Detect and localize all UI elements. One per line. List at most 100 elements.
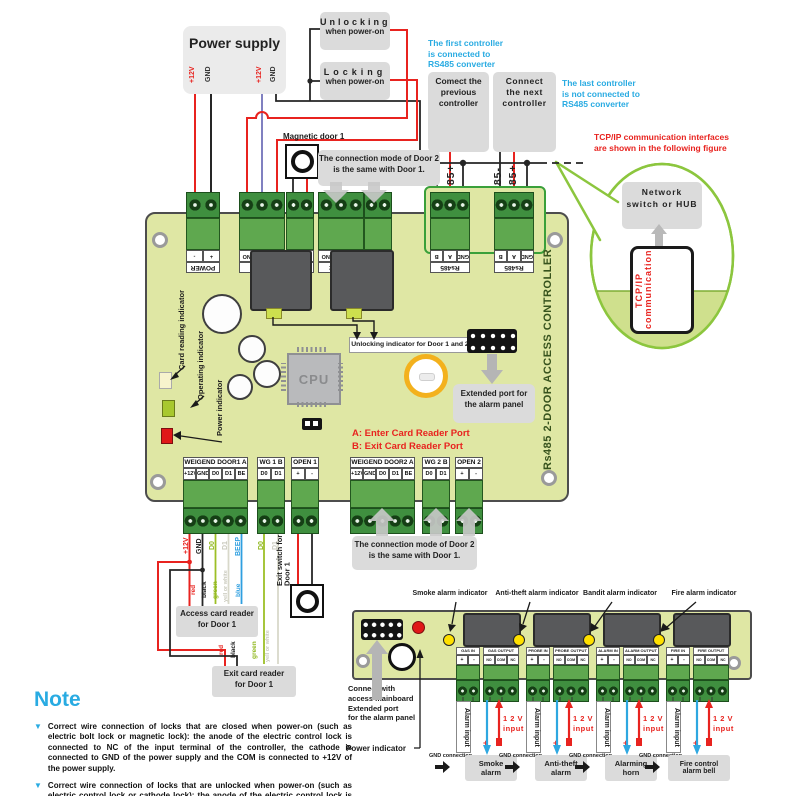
terminal-name: OPEN 1 — [291, 457, 319, 468]
terminal-name: WEIGEND DOOR2 A — [350, 457, 415, 468]
pin: NC — [717, 655, 729, 665]
screw-terminals — [291, 508, 319, 534]
pin: NC — [507, 655, 519, 665]
plus-label: + — [553, 738, 559, 748]
screw-hole — [356, 654, 370, 668]
terminal-open1: OPEN 1 + - — [291, 457, 319, 534]
terminal-body — [456, 665, 480, 680]
antitheft-alarm-led — [513, 634, 525, 646]
terminal-body — [483, 665, 519, 680]
pin: + — [596, 655, 608, 665]
wire-color-yellwhite-2: yell or white — [265, 630, 271, 662]
pin-labels: NO COM NC — [553, 655, 589, 665]
terminal-name: ALARM IN — [596, 647, 620, 655]
terminal-name: FIRE IN — [666, 647, 690, 655]
antitheft-alarm-indicator-label: Anti-theft alarm indicator — [495, 590, 579, 597]
screw-terminals — [257, 508, 285, 534]
pin: - — [608, 655, 620, 665]
screw-terminals — [286, 192, 314, 218]
pin: +12V — [183, 468, 196, 480]
unlock-indicator-note: Unlocking indicator for Door 1 and 2 — [349, 337, 471, 353]
note-title: Note — [34, 688, 81, 711]
door2-mode-note-bottom: The connection mode of Door 2 is the sam… — [352, 536, 477, 570]
wire-label-d1: D1 — [222, 541, 229, 551]
alarm-input-label: Alarm input — [456, 701, 471, 753]
pin-labels: + - — [455, 468, 483, 480]
pin-labels: GND A B — [430, 250, 470, 262]
pin-labels: + - — [456, 655, 480, 665]
alarm-out-terminal-2: PROBE OUTPUT NO COM NC — [553, 647, 589, 702]
terminal-body — [350, 480, 415, 508]
first-controller-note: The first controller is connected to RS4… — [428, 38, 504, 70]
power-supply-pin-12v-2: +12V — [256, 66, 263, 83]
screw-terminals — [186, 192, 220, 218]
pin: NO — [623, 655, 635, 665]
alarm-relay — [533, 613, 591, 647]
terminal-name: OPEN 2 — [455, 457, 483, 468]
pin: GND — [196, 468, 209, 480]
screw-terminals — [239, 192, 285, 218]
alarm-in-terminal-3: ALARM IN + - — [596, 647, 620, 702]
terminal-wg2b: WG 2 B D0 D1 — [422, 457, 450, 534]
pin-labels: +12V GND D0 D1 BE — [183, 468, 248, 480]
pin-labels: D0 D1 — [422, 468, 450, 480]
pin: D1 — [222, 468, 235, 480]
terminal-body — [526, 665, 550, 680]
pin: COM — [635, 655, 647, 665]
screw-hole — [541, 470, 557, 486]
battery-holder — [404, 354, 448, 398]
pin-labels: + - — [666, 655, 690, 665]
alarm-power-led — [412, 621, 425, 634]
pin: + — [291, 468, 305, 480]
alarm-panel-connector — [361, 619, 403, 640]
unlock-led-door1 — [266, 308, 282, 319]
pin-labels: + - — [596, 655, 620, 665]
alarm-in-terminal-2: PROBE IN + - — [526, 647, 550, 702]
pin: D0 — [209, 468, 222, 480]
terminal-name: Rs485 — [494, 262, 534, 273]
pin-labels: GND A B — [494, 250, 534, 262]
terminal-body — [291, 480, 319, 508]
pin: NO — [553, 655, 565, 665]
pin: +12V — [350, 468, 363, 480]
terminal-rs485-1: GND A B Rs485 — [430, 192, 470, 273]
pin: D1 — [271, 468, 285, 480]
board-side-text: Rs485 2-DOOR ACCESS CONTROLLER — [542, 248, 554, 470]
power-supply-pin-gnd-2: GND — [270, 66, 277, 83]
pin: COM — [705, 655, 717, 665]
tcpip-communication-box: TCP/IP communication — [630, 246, 694, 334]
pin: BE — [235, 468, 248, 480]
terminal-body — [693, 665, 729, 680]
screw-hole — [152, 232, 168, 248]
gnd-connection-label: GND connection — [569, 753, 613, 759]
screw-terminals — [318, 192, 364, 218]
alarm-in-terminal-1: GAS IN + - — [456, 647, 480, 702]
terminal-body — [596, 665, 620, 680]
pin: D1 — [436, 468, 450, 480]
pin-labels: + - — [526, 655, 550, 665]
terminal-body — [257, 480, 285, 508]
exit-card-reader-box: Exit card reader for Door 1 — [212, 666, 296, 697]
network-hub-box: Network switch or HUB — [622, 182, 702, 229]
jumper — [302, 418, 322, 430]
pin: - — [678, 655, 690, 665]
screw-terminals — [666, 680, 690, 702]
screw-terminals — [350, 508, 415, 534]
cpu-pins — [281, 363, 286, 391]
locking-box: Locking when power-on — [320, 62, 390, 100]
alarm-out-terminal-3: ALARM OUTPUT NO COM NC — [623, 647, 659, 702]
pin: - — [468, 655, 480, 665]
exit-switch-button — [290, 584, 324, 618]
plus-label: + — [693, 738, 699, 748]
pin: NO — [483, 655, 495, 665]
note-list: ▼ Correct wire connection of locks that … — [34, 722, 352, 796]
terminal-weigend-door2: WEIGEND DOOR2 A +12V GND D0 D1 BE — [350, 457, 415, 534]
access-card-reader-box: Access card reader for Door 1 — [176, 606, 258, 637]
terminal-lock1: NC COM NO LOCK 1 — [239, 192, 285, 273]
operating-led — [162, 400, 175, 417]
terminal-rs485-2: GND A B Rs485 — [494, 192, 534, 273]
terminal-body — [430, 218, 470, 250]
screw-terminals — [456, 680, 480, 702]
terminal-name: GAS IN — [456, 647, 480, 655]
alarm-out-terminal-1: GAS OUTPUT NO COM NC — [483, 647, 519, 702]
